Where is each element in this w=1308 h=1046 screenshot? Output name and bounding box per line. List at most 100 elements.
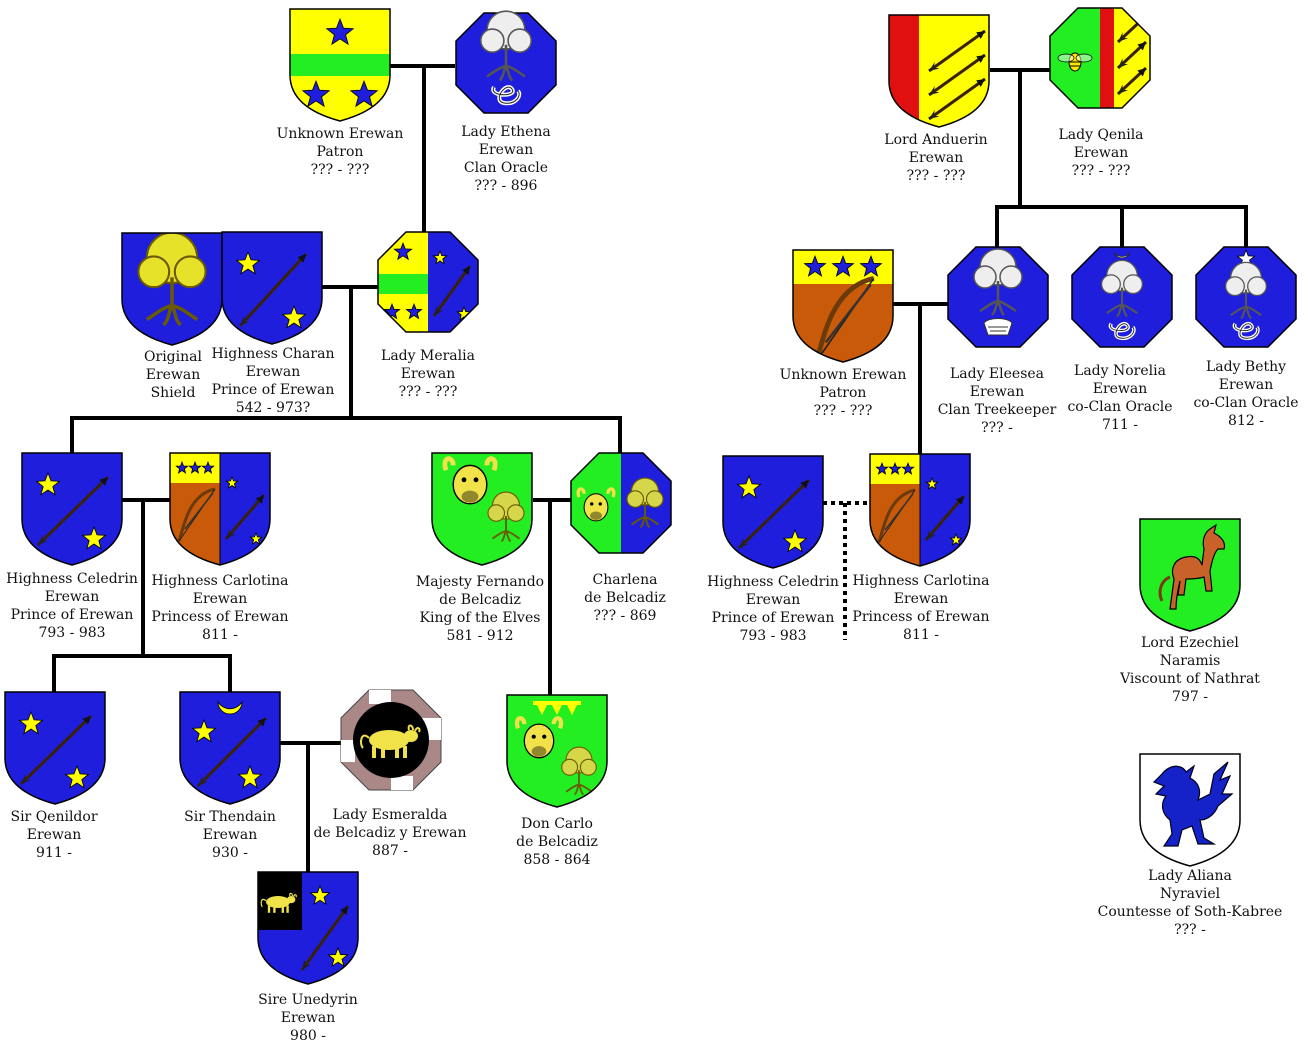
star-icon — [736, 474, 762, 499]
star-icon — [949, 532, 963, 546]
celedrin-shield — [21, 452, 123, 566]
don-carlo-shield — [506, 694, 608, 808]
star-icon — [301, 79, 331, 108]
serpent-icon — [1108, 322, 1136, 340]
aliana-shield — [1139, 752, 1241, 868]
norelia-shield — [1071, 246, 1173, 348]
connector — [892, 302, 950, 454]
arrow-icon — [928, 53, 986, 97]
bee-icon — [1057, 52, 1093, 72]
star-icon — [875, 461, 889, 475]
bethy-shield — [1195, 246, 1297, 348]
star-icon — [191, 718, 217, 743]
connector — [322, 285, 378, 418]
star-icon — [925, 476, 939, 490]
star-icon — [309, 884, 331, 906]
connector — [279, 741, 343, 872]
star-icon — [235, 250, 261, 275]
star-icon — [782, 528, 808, 553]
star-icon — [175, 460, 189, 474]
unedyrin-shield — [257, 871, 359, 985]
arrow-icon — [1116, 40, 1148, 70]
star-icon — [237, 764, 263, 789]
star-icon — [405, 302, 423, 320]
arrow-icon — [300, 905, 350, 971]
carlotina-2-shield — [869, 453, 971, 567]
bull-head-icon — [576, 487, 616, 522]
tree-icon — [137, 233, 207, 327]
star-icon — [18, 710, 44, 735]
label-icon — [533, 701, 581, 715]
star-icon — [803, 254, 827, 277]
roots-icon — [983, 318, 1013, 336]
ezechiel-shield — [1139, 517, 1241, 633]
arrow-icon — [928, 29, 986, 73]
star-icon — [432, 249, 448, 265]
arrow-icon — [737, 478, 811, 550]
star-icon — [456, 305, 472, 321]
bow-icon — [177, 487, 216, 542]
tree-icon — [487, 491, 525, 543]
star-icon — [393, 241, 413, 261]
bull-head-icon — [442, 456, 498, 505]
arrow-icon — [238, 252, 308, 328]
star-icon — [325, 17, 355, 46]
star-icon — [831, 254, 855, 277]
star-icon — [188, 460, 202, 474]
star-icon — [64, 764, 90, 789]
griffin-icon — [1152, 761, 1234, 847]
unknown-patron-2-shield — [792, 249, 894, 363]
anduerin-shield — [887, 14, 991, 128]
arrow-icon — [432, 265, 472, 317]
connector — [390, 64, 455, 232]
connector — [122, 498, 170, 656]
star-icon — [349, 79, 379, 108]
tree-icon — [561, 746, 597, 796]
serpent-icon — [491, 85, 522, 106]
tree-icon — [973, 248, 1023, 316]
star-icon — [327, 946, 349, 968]
connector — [533, 498, 571, 695]
original-erewan-shield — [121, 232, 223, 346]
bow-icon — [877, 488, 916, 543]
arrow-icon — [36, 475, 110, 547]
horse-icon — [1158, 523, 1226, 610]
tree-icon — [626, 477, 664, 529]
crescent-icon — [1113, 252, 1131, 259]
unknown-patron-1-shield — [289, 7, 391, 123]
arrow-icon — [224, 494, 266, 540]
fernando-shield — [431, 452, 533, 566]
connector — [52, 654, 232, 692]
bull-icon — [260, 892, 297, 913]
star-icon — [81, 525, 107, 550]
meralia-shield — [377, 231, 479, 333]
star-icon — [249, 531, 263, 545]
arrow-icon — [196, 716, 268, 788]
star-icon — [225, 475, 239, 489]
charan-shield — [221, 231, 323, 345]
bull-icon — [360, 724, 421, 758]
arrow-icon — [19, 714, 93, 786]
